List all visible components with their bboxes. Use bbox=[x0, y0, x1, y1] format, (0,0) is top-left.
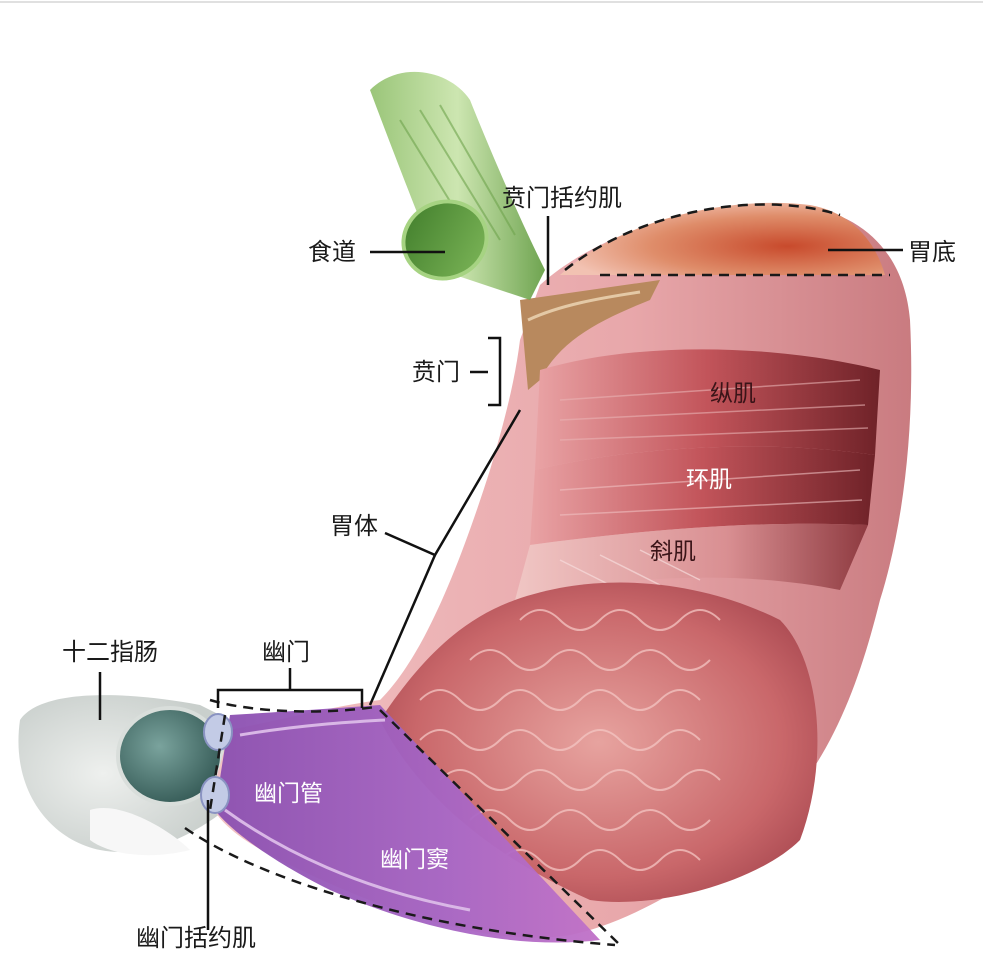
duodenum-shape bbox=[18, 695, 230, 856]
bracket-cardia bbox=[488, 336, 502, 407]
antrum-boundary-dashed bbox=[379, 709, 621, 946]
circular-muscle-band bbox=[530, 446, 875, 545]
pylorus-bottom-dashed bbox=[184, 826, 616, 947]
pylorus-top-dashed bbox=[209, 698, 376, 713]
longitudinal-muscle-band bbox=[535, 349, 880, 470]
leader-lines bbox=[98, 216, 903, 930]
label-duodenum: 十二指肠 bbox=[62, 638, 158, 666]
fundus-dashed-arc bbox=[564, 203, 841, 271]
label-pyloric-sphincter: 幽门括约肌 bbox=[136, 924, 256, 952]
fundus-region bbox=[560, 202, 885, 275]
dashed-outlines bbox=[184, 203, 890, 947]
leader-body-lower bbox=[368, 554, 437, 706]
cardia-layer bbox=[520, 280, 660, 390]
label-pyloric-canal: 幽门管 bbox=[254, 781, 323, 807]
label-cardia: 贲门 bbox=[412, 358, 460, 386]
label-esophagus: 食道 bbox=[308, 238, 356, 266]
label-oblique-muscle: 斜肌 bbox=[650, 539, 696, 565]
esophagus-tube bbox=[370, 71, 545, 301]
label-cardiac-sphincter: 贲门括约肌 bbox=[502, 184, 622, 212]
bracket-pylorus bbox=[216, 688, 364, 708]
label-circular-muscle: 环肌 bbox=[686, 467, 732, 493]
label-pylorus: 幽门 bbox=[262, 638, 310, 666]
label-stomach-body: 胃体 bbox=[330, 512, 378, 540]
label-pyloric-antrum: 幽门窦 bbox=[380, 847, 449, 873]
label-longitudinal-muscle: 纵肌 bbox=[710, 381, 756, 407]
label-fundus: 胃底 bbox=[908, 238, 956, 266]
